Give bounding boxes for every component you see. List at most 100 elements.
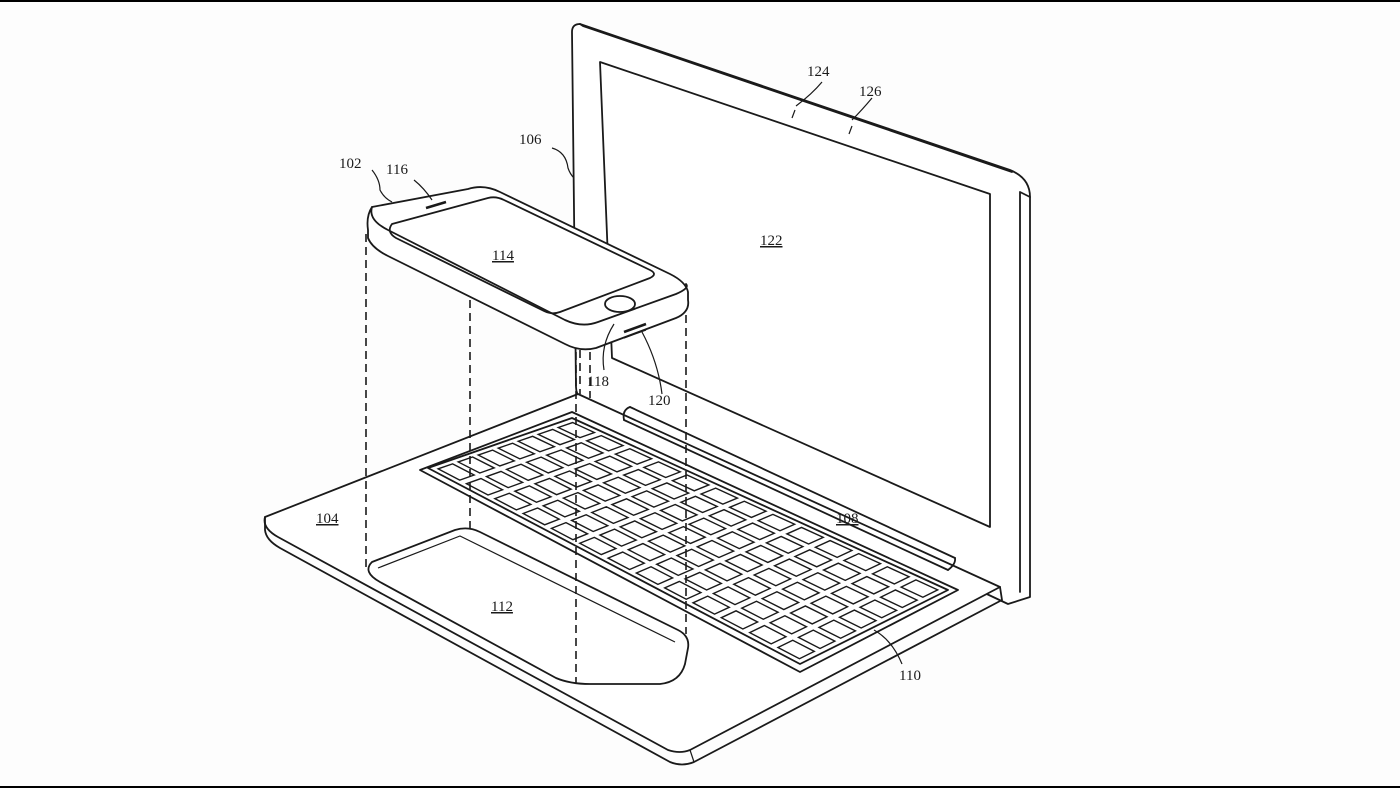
keyboard-key	[793, 549, 834, 568]
keyboard-key	[801, 571, 842, 591]
keyboard-key	[521, 507, 561, 526]
keyboard-key	[610, 498, 650, 517]
keyboard-key	[634, 565, 675, 586]
keyboard-key	[785, 526, 825, 545]
ref-keyboard: 110	[899, 668, 921, 684]
keyboard-key	[513, 485, 553, 504]
keyboard-key	[484, 470, 525, 489]
speaker-slot	[425, 200, 447, 210]
keyboard-key	[768, 614, 809, 635]
keyboard-key	[683, 571, 723, 591]
keyboard-key	[732, 576, 772, 596]
keyboard-key	[618, 520, 659, 539]
keyboard-key	[667, 525, 707, 545]
keyboard-key	[817, 619, 857, 640]
keyboard-key	[858, 599, 899, 619]
keyboard-key	[581, 484, 622, 502]
keyboard-key	[850, 575, 891, 595]
keyboard-key	[533, 477, 573, 496]
ref-home-button: 118	[587, 374, 609, 390]
keyboard-key	[493, 492, 533, 511]
keyboard-key	[837, 609, 878, 629]
ref-phone-speaker: 116	[386, 162, 408, 178]
ref-hinge-area: 108	[836, 511, 859, 527]
keyboard-key	[496, 442, 537, 460]
keyboard-key	[724, 553, 764, 573]
keyboard-key	[578, 536, 618, 556]
ref-trackpad-recess: 112	[491, 599, 513, 615]
keyboard-key	[744, 544, 785, 564]
reference-numerals: 102 116 106 124 126 122 114 118 120 104 …	[316, 64, 921, 684]
keyboard-key	[691, 595, 731, 615]
keyboard-key	[899, 579, 940, 599]
keyboard-key	[516, 435, 557, 453]
keyboard-key	[842, 552, 883, 572]
keyboard-key	[687, 517, 728, 536]
phone-screen	[388, 196, 655, 315]
keyboard-key	[584, 434, 625, 452]
keyboard-key	[809, 595, 850, 615]
keyboard-key	[707, 508, 748, 527]
keyboard-key	[781, 581, 821, 601]
keyboard-key	[760, 590, 801, 611]
keyboard-key	[544, 449, 585, 467]
leader-lines	[371, 81, 903, 665]
keyboard-key	[606, 551, 646, 571]
keyboard-key	[719, 610, 760, 630]
projection-lines	[365, 234, 687, 684]
trackpad-recess	[367, 527, 690, 685]
keyboard-key	[464, 477, 505, 496]
keyboard-key	[569, 513, 610, 533]
keyboard-key	[536, 428, 577, 446]
ref-laptop-base: 104	[316, 511, 339, 527]
keyboard-key	[658, 503, 699, 522]
keyboard-key	[630, 490, 671, 508]
keyboard-key	[703, 562, 744, 582]
keyboard	[419, 411, 959, 673]
keyboard-key	[670, 474, 711, 492]
keyboard-key	[593, 455, 634, 473]
ref-display-housing: 106	[519, 132, 542, 148]
keyboard-key	[764, 535, 805, 555]
keyboard-key	[553, 470, 593, 488]
keyboard-key	[715, 531, 756, 550]
keyboard-key	[638, 511, 679, 531]
keyboard-key	[476, 449, 517, 467]
ref-camera: 124	[807, 64, 830, 80]
keyboard-key	[679, 495, 719, 514]
ref-bezel: 126	[859, 84, 882, 100]
keyboard-key	[436, 463, 476, 481]
keyboard-key	[613, 448, 654, 465]
connector-port	[623, 322, 647, 334]
keyboard-key	[879, 589, 919, 609]
keyboard-key	[870, 566, 911, 585]
keyboard-key	[655, 557, 695, 577]
keyboard-key	[524, 456, 565, 474]
keyboard-key	[626, 542, 667, 562]
keyboard-key	[590, 505, 630, 525]
keyboard-key	[549, 521, 590, 541]
phone	[366, 186, 690, 351]
keyboard-key	[646, 534, 687, 553]
keyboard-key	[561, 491, 602, 510]
keyboard-key	[821, 562, 862, 582]
keyboard-key	[813, 539, 854, 559]
ref-phone-screen: 114	[492, 248, 514, 264]
keyboard-key	[650, 482, 691, 500]
keyboard-key	[776, 639, 816, 660]
keyboard-key	[740, 600, 780, 621]
keyboard-key	[663, 580, 703, 601]
keyboard-key	[727, 500, 768, 519]
keyboard-key	[573, 462, 614, 481]
keyboard-key	[756, 513, 797, 532]
keyboard-key	[796, 629, 837, 650]
keyboard-key	[622, 468, 662, 487]
keyboard-key	[772, 558, 813, 578]
keyboard-key	[699, 487, 740, 505]
keyboard-key	[829, 585, 870, 605]
keyboard-key	[695, 539, 736, 559]
keyboard-key	[752, 567, 793, 587]
ref-phone: 102	[339, 156, 362, 172]
